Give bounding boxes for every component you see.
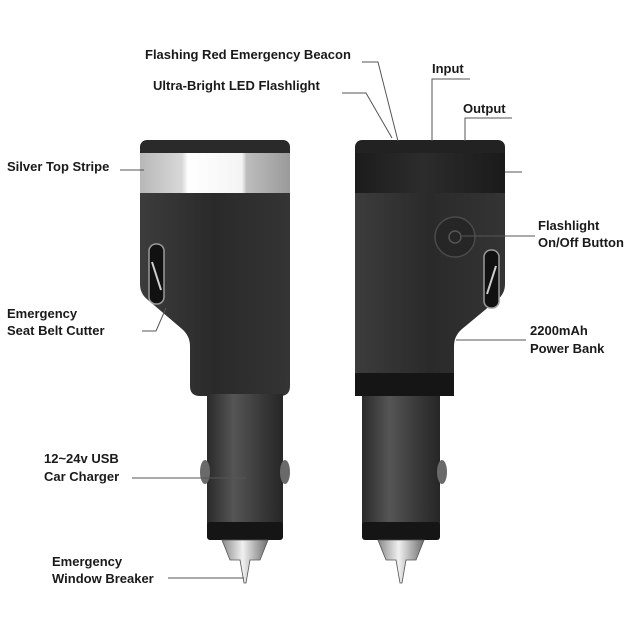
label-cutter-line1: Emergency <box>7 306 78 321</box>
right-seat-belt-cutter <box>483 249 500 309</box>
label-flashlight: Ultra-Bright LED Flashlight <box>153 78 321 93</box>
right-window-breaker-tip <box>377 539 425 584</box>
label-power-bank-line2: Power Bank <box>530 341 605 356</box>
label-charger-line1: 12~24v USB <box>44 451 119 466</box>
left-plug-ring <box>207 522 283 540</box>
callout-labels: Flashing Red Emergency Beacon Ultra-Brig… <box>7 47 624 586</box>
right-top-band <box>355 153 505 193</box>
label-button-line2: On/Off Button <box>538 235 624 250</box>
right-body-band <box>355 373 454 396</box>
seat-belt-cutter <box>148 243 165 305</box>
right-plug <box>362 396 440 526</box>
left-plug-contact <box>200 460 210 484</box>
leader-output <box>464 117 512 141</box>
leader-input <box>431 78 470 141</box>
label-beacon: Flashing Red Emergency Beacon <box>145 47 351 62</box>
label-breaker-line2: Window Breaker <box>52 571 154 586</box>
label-output: Output <box>463 101 506 116</box>
silver-top-stripe <box>140 153 290 193</box>
label-input: Input <box>432 61 464 76</box>
leader-flashlight <box>342 92 393 139</box>
right-device <box>355 140 505 584</box>
leader-cutter <box>142 307 167 332</box>
label-breaker-line1: Emergency <box>52 554 123 569</box>
label-power-bank-line1: 2200mAh <box>530 323 588 338</box>
left-window-breaker-tip <box>221 539 269 584</box>
left-plug <box>207 394 283 526</box>
label-cutter-line2: Seat Belt Cutter <box>7 323 105 338</box>
leader-lines <box>120 61 535 579</box>
right-plug-ring <box>362 522 440 540</box>
right-body <box>355 193 505 396</box>
left-plug-contact <box>280 460 290 484</box>
label-charger-line2: Car Charger <box>44 469 119 484</box>
right-plug-contact <box>437 460 447 484</box>
label-silver-stripe: Silver Top Stripe <box>7 159 109 174</box>
left-device <box>140 140 290 584</box>
leader-beacon <box>362 61 399 142</box>
left-body <box>140 193 290 396</box>
power-icon <box>448 230 462 244</box>
label-button-line1: Flashlight <box>538 218 600 233</box>
flashlight-button <box>434 216 476 258</box>
